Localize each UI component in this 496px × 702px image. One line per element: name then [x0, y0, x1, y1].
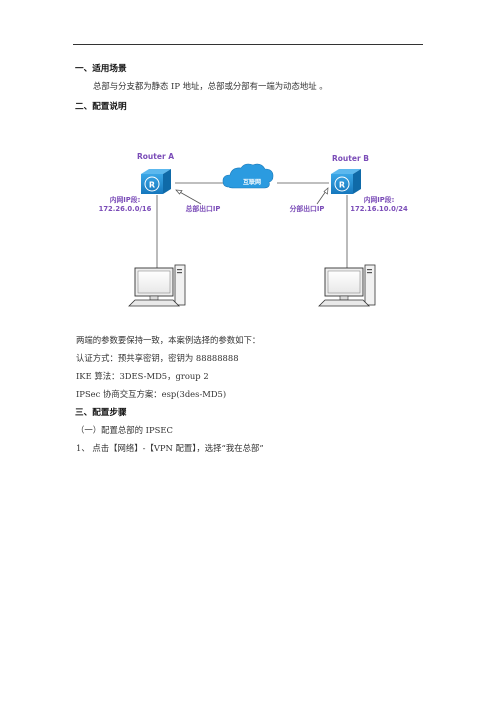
- section3-heading: 三、配置步骤: [75, 408, 127, 418]
- params-intro: 两端的参数要保持一致，本案例选择的参数如下：: [76, 335, 261, 345]
- pc-b-icon: [318, 264, 376, 307]
- section1-heading: 一、适用场景: [75, 64, 127, 74]
- section2-heading: 二、配置说明: [75, 102, 127, 112]
- arrow-headquarters-exit: [175, 189, 202, 205]
- svg-text:R: R: [339, 181, 345, 190]
- router-a-ip-range: 172.26.0.0/16: [99, 205, 152, 213]
- router-b-ip-range: 172.16.10.0/24: [350, 205, 408, 213]
- section3-sub1: （一）配置总部的 IPSEC: [76, 425, 173, 435]
- arrow-branch-exit: [316, 187, 329, 205]
- router-a-ip-label: 内网IP段:: [110, 195, 141, 204]
- section1-body: 总部与分支都为静态 IP 地址，总部或分部有一端为动态地址 。: [93, 81, 328, 91]
- header-rule: [73, 44, 423, 45]
- router-b-ip-label: 内网IP段:: [364, 195, 395, 204]
- headquarters-exit-label: 总部出口IP: [186, 204, 221, 213]
- branch-exit-label: 分部出口IP: [290, 204, 325, 213]
- params-auth: 认证方式：预共享密钥，密钥为 88888888: [76, 353, 239, 363]
- svg-text:R: R: [149, 181, 155, 190]
- section3-step1: 1、 点击【网络】-【VPN 配置】，选择“我在总部”: [76, 443, 264, 453]
- router-a-icon: R: [141, 169, 171, 194]
- internet-cloud-icon: 互联网: [222, 163, 274, 189]
- router-b-icon: R: [331, 169, 361, 194]
- params-ipsec: IPSec 协商交互方案：esp(3des-MD5): [76, 389, 227, 399]
- params-ike: IKE 算法：3DES-MD5，group 2: [76, 371, 209, 381]
- network-diagram: Router A Router B R R 互联网: [99, 152, 408, 307]
- router-a-title: Router A: [137, 152, 174, 161]
- svg-text:互联网: 互联网: [243, 178, 261, 186]
- router-b-title: Router B: [332, 154, 369, 163]
- pc-a-icon: [128, 264, 186, 307]
